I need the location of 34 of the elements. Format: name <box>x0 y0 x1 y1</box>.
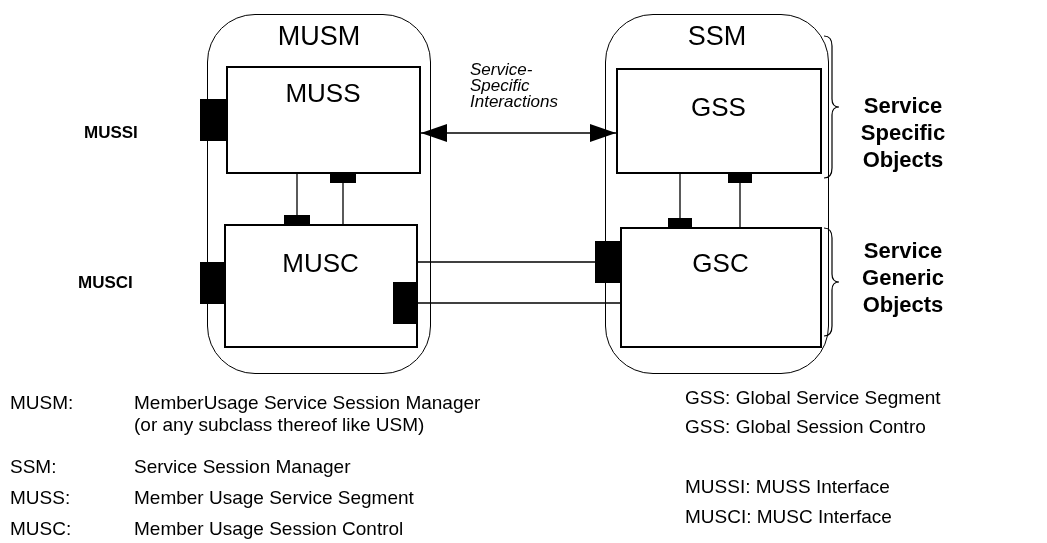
glossary-definition: Member Usage Session Control <box>134 518 404 540</box>
interface-link <box>668 173 692 228</box>
interface-label: MUSCI <box>78 272 133 294</box>
group-label: Service Generic Objects <box>861 237 945 318</box>
manager-container <box>605 14 829 374</box>
interface-link <box>728 173 752 228</box>
double-arrow <box>420 124 617 142</box>
glossary-term: MUSS: <box>10 487 71 509</box>
interface-link <box>330 173 356 225</box>
glossary-term: MUSM: <box>10 392 74 414</box>
component-name: MUSS <box>285 77 361 109</box>
component-name: MUSM <box>277 21 361 52</box>
component-box <box>225 65 421 174</box>
interface-link <box>393 282 621 324</box>
component-name: GSS <box>691 91 746 123</box>
interface-label: MUSSI <box>84 122 138 144</box>
glossary-entry: GSS: Global Session Contro <box>685 416 926 438</box>
glossary-term: SSM: <box>10 456 57 478</box>
glossary-term: MUSC: <box>10 518 72 540</box>
component-box <box>615 67 822 174</box>
glossary-definition: MemberUsage Service Session Manager (or any subclass thereof like USM) <box>134 392 482 436</box>
component-name: SSM <box>687 21 747 52</box>
interface-link <box>284 173 310 225</box>
glossary-definition: Service Session Manager <box>134 456 351 478</box>
component-box <box>619 226 822 348</box>
glossary-entry: MUSCI: MUSC Interface <box>685 506 892 528</box>
component-box <box>223 223 418 348</box>
interface-link <box>417 241 621 283</box>
glossary-entry: MUSSI: MUSS Interface <box>685 476 890 498</box>
component-name: GSC <box>692 247 749 279</box>
glossary-definition: Member Usage Service Segment <box>134 487 414 509</box>
glossary-entry: GSS: Global Service Segment <box>685 387 941 409</box>
group-label: Service Specific Objects <box>859 92 947 173</box>
component-name: MUSC <box>282 247 359 279</box>
